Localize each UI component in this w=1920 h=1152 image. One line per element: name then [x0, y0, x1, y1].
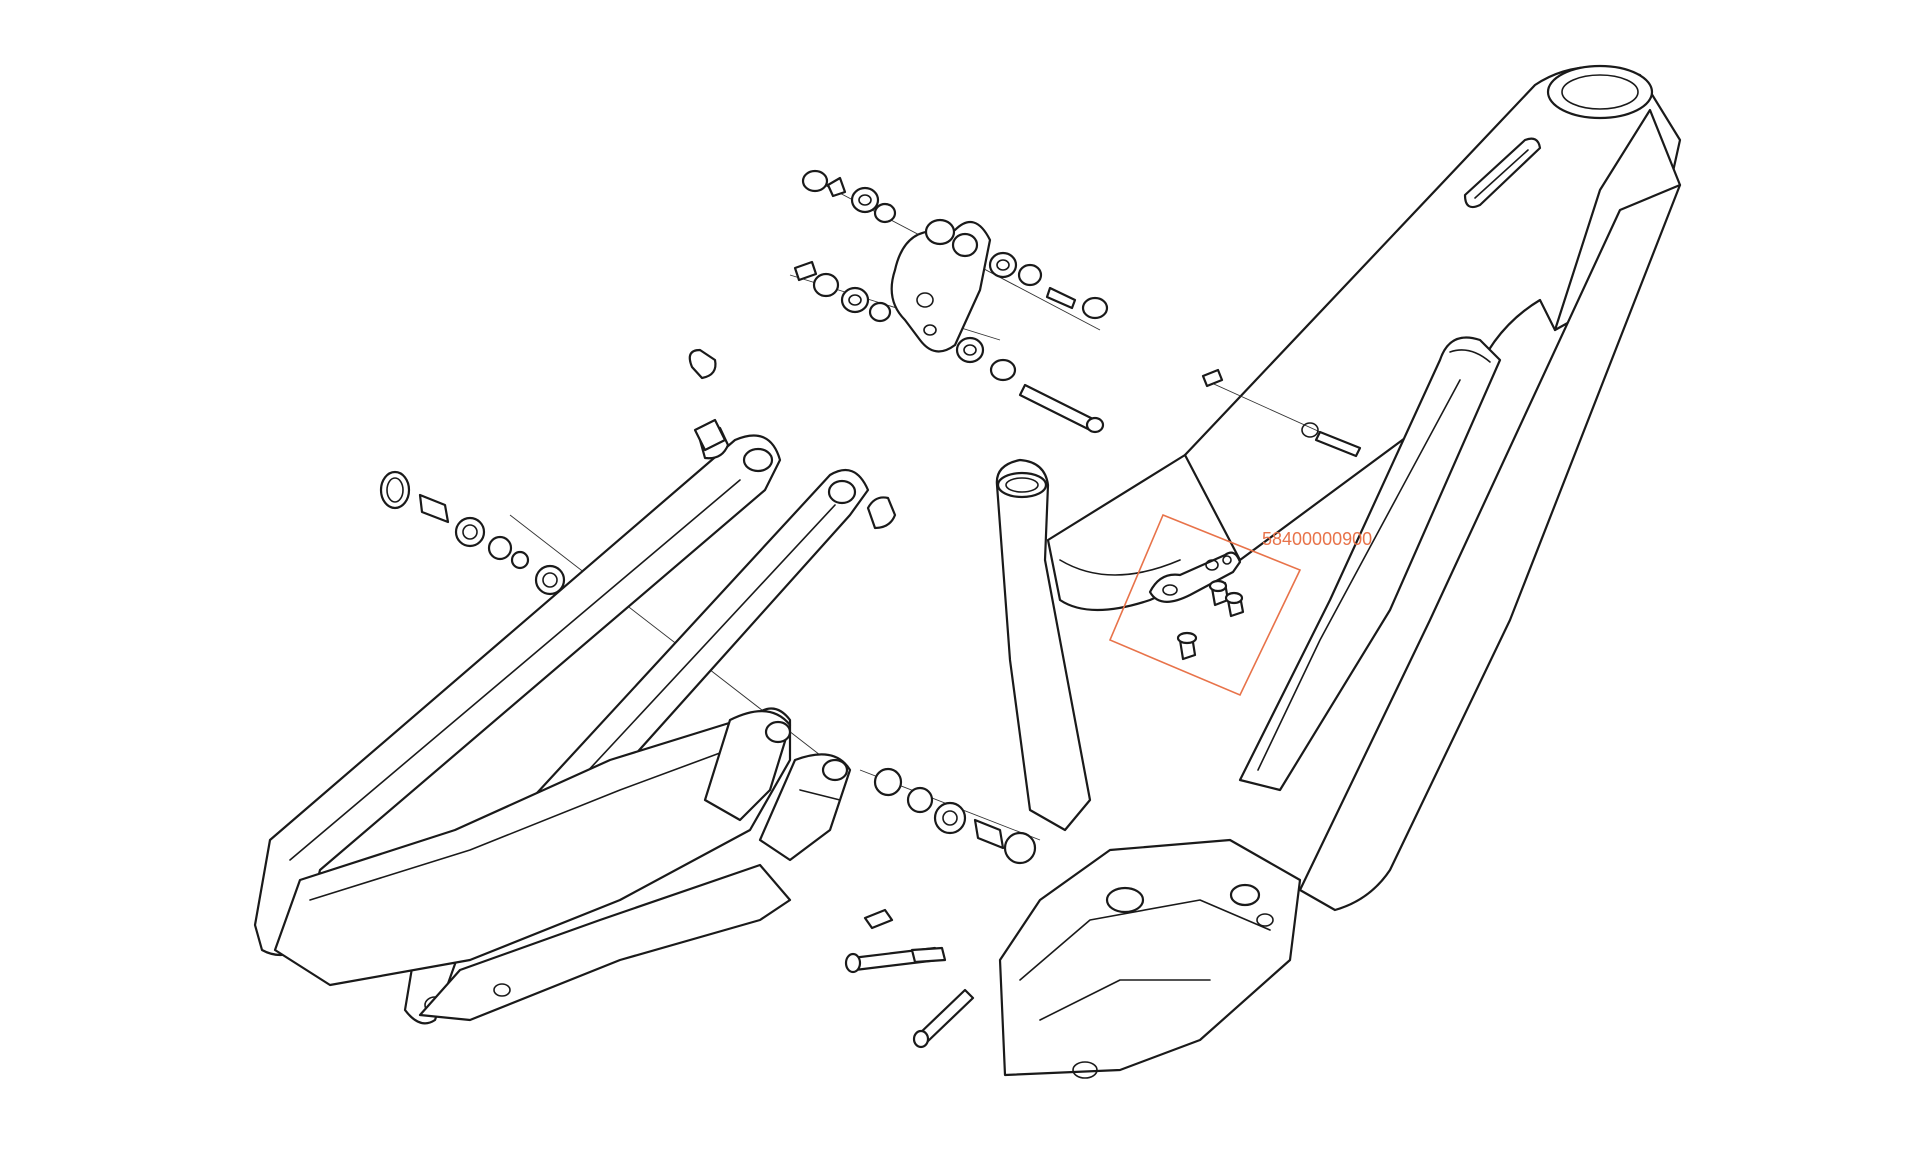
- rocker-link: [890, 218, 992, 353]
- part-callout: 58400000900: [1108, 513, 1372, 697]
- chain-stay-assembly: [273, 707, 852, 1022]
- dropout-pin-bolts: [844, 908, 975, 1049]
- pivot-bearing-kit-main: [873, 767, 1037, 865]
- front-triangle-frame: [995, 64, 1682, 1079]
- callout-box: [1108, 513, 1302, 697]
- pivot-bearing-kit-upper: [793, 169, 1362, 458]
- cable-guide-plate: [1148, 551, 1245, 661]
- pivot-bearing-kit-rear: [379, 348, 727, 596]
- callout-part-number: 58400000900: [1262, 529, 1372, 549]
- seat-stay-right: [403, 468, 897, 1025]
